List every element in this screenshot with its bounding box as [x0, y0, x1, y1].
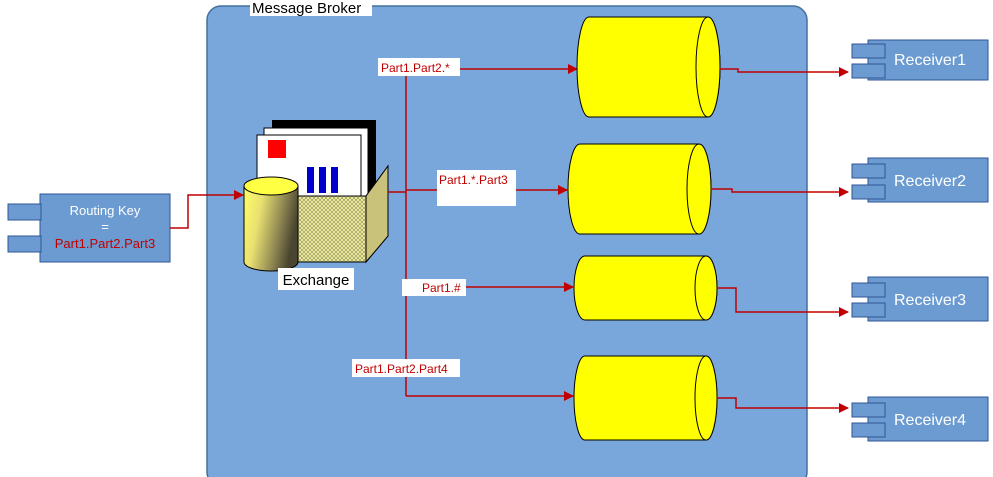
queue-arrow-3	[717, 287, 849, 317]
component-port	[851, 282, 886, 298]
queue-arrow-2	[711, 187, 849, 197]
receiver-2: Receiver2	[851, 157, 989, 203]
binding-pattern-3: Part1.#	[422, 281, 461, 295]
binding-pattern-2: Part1.*.Part3	[439, 173, 508, 187]
queue-1	[576, 16, 721, 118]
component-port	[7, 203, 42, 221]
queue-arrow-4	[717, 397, 849, 413]
queue-2	[567, 143, 712, 235]
receiver-4-name: Receiver4	[894, 412, 966, 429]
receiver-1: Receiver1	[851, 39, 989, 81]
binding-label-4: Part1.Part2.Part4	[352, 359, 460, 377]
broker-title: Message Broker	[252, 0, 361, 17]
binding-pattern-4: Part1.Part2.Part4	[355, 362, 448, 376]
component-port	[851, 63, 886, 79]
component-port	[851, 43, 886, 59]
routing-key-component: Routing Key = Part1.Part2.Part3	[7, 193, 171, 263]
receiver-2-name: Receiver2	[894, 173, 966, 190]
routing-key-value: Part1.Part2.Part3	[55, 236, 155, 251]
receiver-1-name: Receiver1	[894, 52, 966, 69]
component-port	[851, 302, 886, 318]
component-port	[851, 402, 886, 418]
routing-key-arrow	[170, 190, 244, 229]
binding-label-1: Part1.Part2.*	[378, 58, 460, 76]
exchange-label-background	[278, 268, 354, 290]
component-port	[851, 184, 886, 200]
letter-stamp	[268, 140, 286, 158]
component-port	[851, 422, 886, 438]
binding-label-3: Part1.#	[402, 279, 466, 296]
binding-label-2: Part1.*.Part3	[437, 170, 516, 206]
exchange-label: Exchange	[283, 272, 350, 289]
component-port	[851, 163, 886, 179]
component-port	[7, 235, 42, 253]
queue-3	[573, 255, 718, 321]
receiver-3: Receiver3	[851, 276, 989, 322]
exchange-cylinder	[243, 186, 299, 272]
receiver-4: Receiver4	[851, 396, 989, 442]
routing-key-equals: =	[101, 219, 109, 234]
exchange-icon	[243, 120, 389, 272]
binding-pattern-1: Part1.Part2.*	[381, 61, 450, 75]
broker-title-background	[250, 0, 372, 16]
receiver-3-name: Receiver3	[894, 292, 966, 309]
routing-key-label: Routing Key	[70, 203, 141, 218]
queue-4	[573, 355, 718, 441]
queue-arrow-1	[720, 67, 849, 77]
